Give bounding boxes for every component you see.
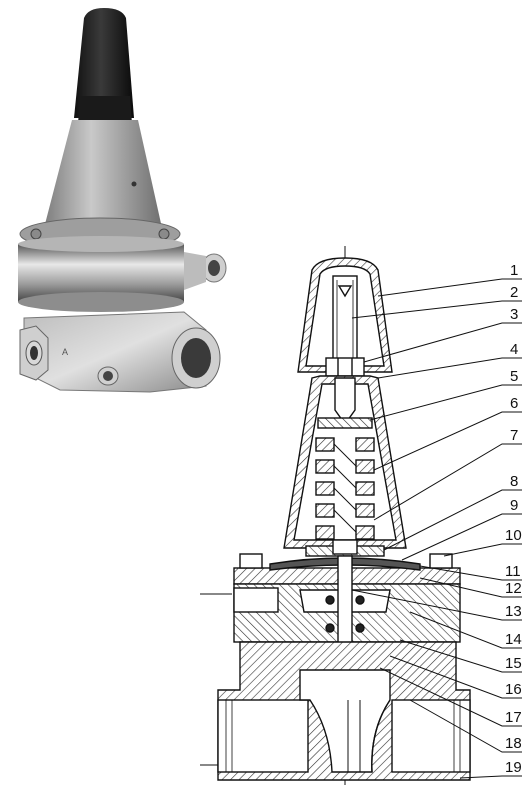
callout-label-3: 3 [510,306,518,323]
lock-nut [325,357,365,377]
callout-label-13: 13 [505,603,522,620]
callout-label-14: 14 [505,631,522,648]
callout-leaders [351,278,522,779]
adjusting-cap [74,8,134,118]
sectional-drawing [200,246,471,785]
callout-label-16: 16 [505,681,522,698]
callout-label-11: 11 [505,563,521,580]
callout-label-10: 10 [505,527,522,544]
valve-product-render: A [18,8,227,393]
bonnet [44,120,162,228]
callout-label-19: 19 [505,759,522,776]
callout-label-1: 1 [510,262,518,279]
spring-plate-upper [317,417,373,429]
callout-label-17: 17 [505,709,522,726]
callout-label-6: 6 [510,395,518,412]
callout-label-4: 4 [510,341,518,358]
spring [315,437,375,540]
callout-label-12: 12 [505,580,522,597]
callout-label-8: 8 [510,473,518,490]
callout-label-7: 7 [510,427,518,444]
callout-label-5: 5 [510,368,518,385]
callout-labels: 1 2 3 4 5 6 7 8 9 10 11 12 13 14 15 16 1… [505,262,522,776]
callout-label-15: 15 [505,655,522,672]
callout-label-18: 18 [505,735,522,752]
engraved-letter: A [62,347,68,357]
callout-label-2: 2 [510,284,518,301]
callout-label-9: 9 [510,497,518,514]
